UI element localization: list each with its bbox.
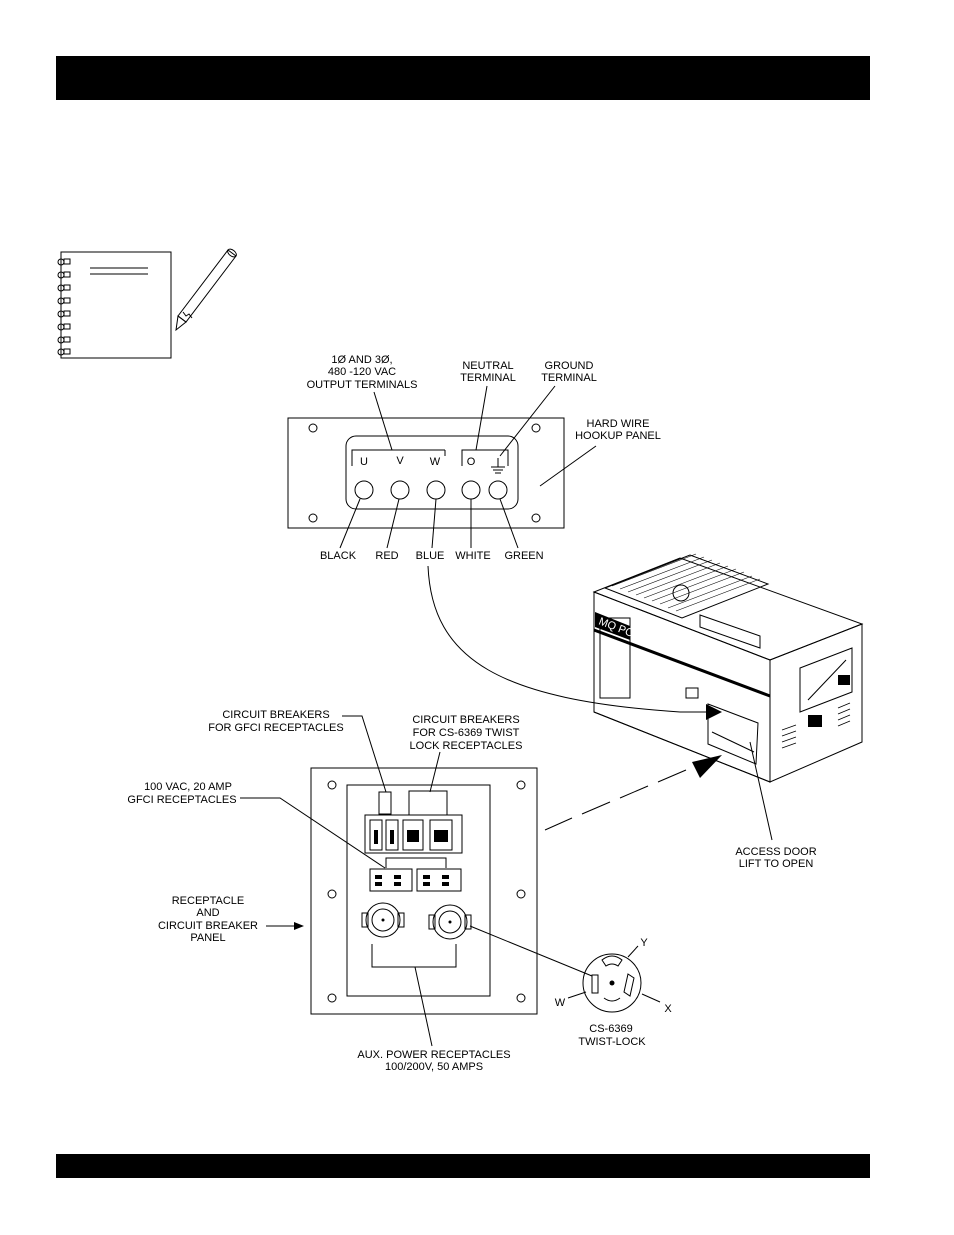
output-terminals-label-2: 480 -120 VAC (328, 366, 396, 378)
wire-color-red: RED (375, 550, 398, 562)
terminal-letter-u: U (360, 456, 368, 468)
terminal-letter-o: O (467, 456, 476, 468)
gfci-label-1: 100 VAC, 20 AMP (144, 781, 232, 793)
terminal-letter-v: V (396, 455, 404, 467)
receptacle-panel (310, 767, 538, 1015)
receptacle-panel-label-1: RECEPTACLE (172, 895, 245, 907)
circuit-breakers (364, 790, 463, 854)
access-door-label-2: LIFT TO OPEN (739, 858, 814, 870)
cb-gfci-label-1: CIRCUIT BREAKERS (222, 709, 329, 721)
hookup-panel-label-1: HARD WIRE (587, 418, 650, 430)
cb-twist-label-3: LOCK RECEPTACLES (410, 740, 523, 752)
arrow-head-icon (294, 922, 304, 930)
twistlock-label-1: CS-6369 (589, 1023, 632, 1035)
notebook-pencil-icon (57, 248, 237, 359)
cs6369-twist-lock-diagram (582, 953, 642, 1013)
header-bar (56, 56, 870, 100)
cb-twist-label-2: FOR CS-6369 TWIST (413, 727, 520, 739)
pin-label-x: X (664, 1003, 672, 1015)
wire-color-black: BLACK (320, 550, 357, 562)
terminal-letter-w: W (430, 456, 441, 468)
ground-terminal-label-1: GROUND (545, 360, 594, 372)
wire-color-blue: BLUE (416, 550, 445, 562)
neutral-terminal-label-1: NEUTRAL (462, 360, 513, 372)
pin-label-w: W (555, 997, 566, 1009)
receptacle-panel-label-2: AND (196, 907, 219, 919)
receptacle-panel-label-4: PANEL (190, 932, 225, 944)
hookup-panel: U V W O (287, 417, 565, 529)
ground-terminal-label-2: TERMINAL (541, 372, 597, 384)
output-terminals-label-1: 1Ø AND 3Ø, (331, 354, 392, 366)
ground-symbol-icon (491, 458, 505, 474)
access-door-label-1: ACCESS DOOR (735, 846, 816, 858)
aux-label-2: 100/200V, 50 AMPS (385, 1061, 483, 1073)
wire-color-green: GREEN (504, 550, 543, 562)
aux-label-1: AUX. POWER RECEPTACLES (357, 1049, 510, 1061)
receptacle-panel-label-3: CIRCUIT BREAKER (158, 920, 258, 932)
wire-color-white: WHITE (455, 550, 490, 562)
twist-lock-receptacles (361, 902, 472, 968)
notebook-rings-icon (57, 258, 71, 356)
gfci-label-2: GFCI RECEPTACLES (127, 794, 236, 806)
neutral-terminal-label-2: TERMINAL (460, 372, 516, 384)
generator-illustration: MQ POWER (592, 553, 864, 783)
arrow-head-icon (706, 704, 722, 720)
output-terminals-label-3: OUTPUT TERMINALS (307, 379, 418, 391)
cb-gfci-label-2: FOR GFCI RECEPTACLES (208, 722, 343, 734)
hookup-panel-label-2: HOOKUP PANEL (575, 430, 661, 442)
footer-bar (56, 1154, 870, 1178)
cb-twist-label-1: CIRCUIT BREAKERS (412, 714, 519, 726)
pin-label-y: Y (640, 937, 648, 949)
gfci-receptacles (369, 857, 462, 892)
pencil-icon (175, 248, 237, 332)
dashed-arrow-icon (544, 755, 722, 831)
fan-icon (672, 584, 690, 602)
twistlock-label-2: TWIST-LOCK (578, 1036, 646, 1048)
